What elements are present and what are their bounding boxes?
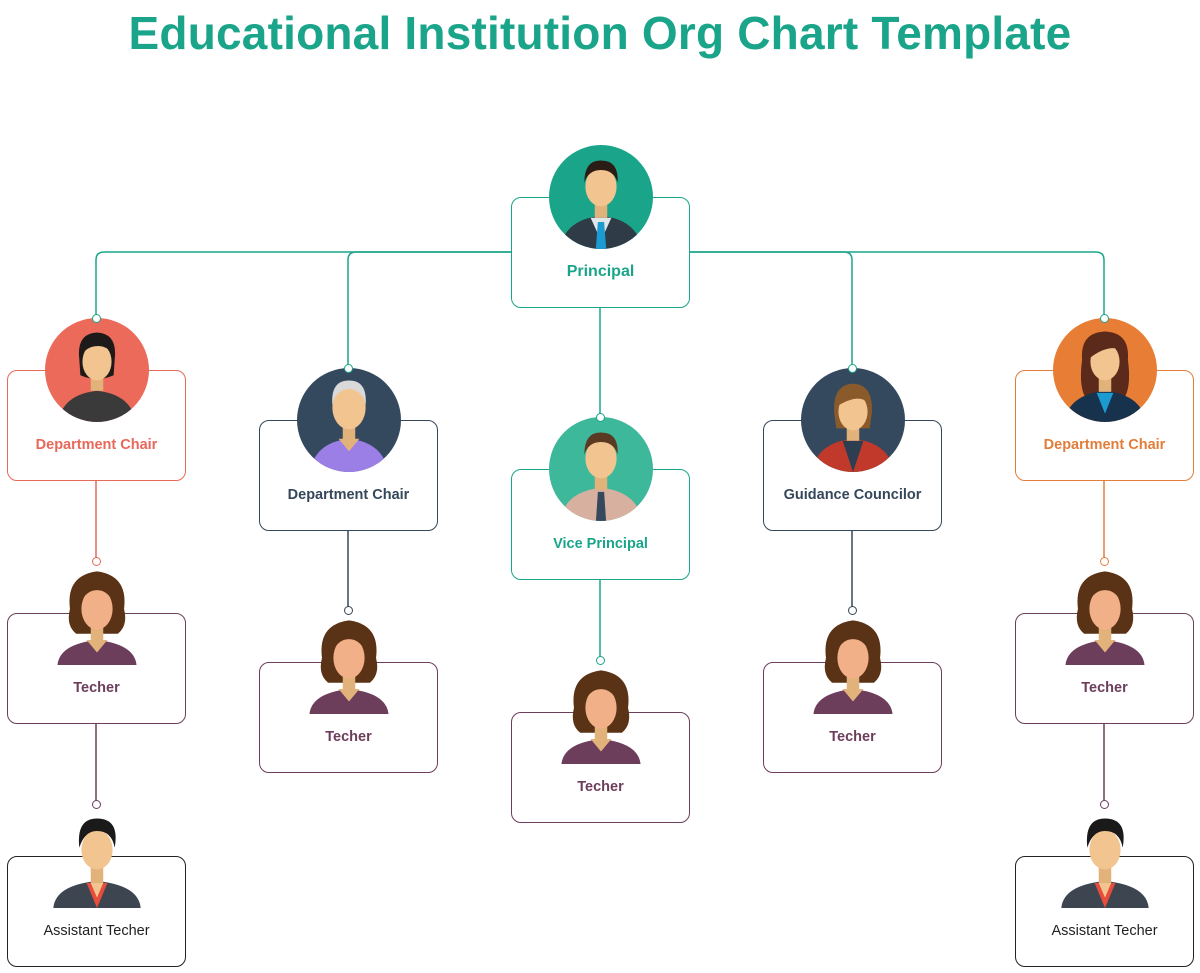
- woman-curly-hair-avatar-icon: [297, 610, 401, 719]
- woman-avatar-icon: [44, 318, 149, 427]
- card-label: Techer: [577, 779, 624, 795]
- woman-curly-hair-avatar-icon: [1053, 561, 1157, 670]
- connector-dot: [848, 363, 857, 373]
- org-card-chair-2[interactable]: Department Chair: [259, 420, 438, 531]
- card-label: Techer: [829, 729, 876, 745]
- card-label: Assistant Techer: [1051, 923, 1158, 939]
- connector-principal-to-guidance: [689, 251, 853, 370]
- org-card-teacher-1[interactable]: Techer: [7, 613, 186, 724]
- card-label: Guidance Councilor: [783, 487, 922, 503]
- connector-dot: [596, 412, 605, 422]
- connector-dot: [344, 363, 353, 373]
- connector-dot: [92, 799, 101, 809]
- man-jacket-avatar-icon: [45, 804, 149, 913]
- woman-curly-hair-avatar-icon: [549, 660, 653, 769]
- man-jacket-avatar-icon: [1053, 804, 1157, 913]
- page-title: Educational Institution Org Chart Templa…: [128, 7, 1072, 59]
- man-tie-avatar-icon: [548, 417, 653, 526]
- card-label: Assistant Techer: [43, 923, 150, 939]
- card-label: Department Chair: [287, 487, 410, 503]
- older-man-avatar-icon: [296, 368, 401, 477]
- connector-dot: [1100, 556, 1109, 566]
- connector-dot: [92, 556, 101, 566]
- woman-blazer-avatar-icon: [800, 368, 905, 477]
- woman-curly-hair-avatar-icon: [801, 610, 905, 719]
- connector-dot: [344, 605, 353, 615]
- man-suit-avatar-icon: [548, 145, 653, 254]
- connector-dot: [1100, 799, 1109, 809]
- woman-long-hair-avatar-icon: [1052, 318, 1157, 427]
- connector-dot: [596, 655, 605, 665]
- connector-dot: [92, 313, 101, 323]
- connector-principal-to-chair-right: [689, 251, 1105, 320]
- connector-principal-to-chair-2: [347, 251, 511, 370]
- card-label: Techer: [325, 729, 372, 745]
- org-card-assistant-left[interactable]: Assistant Techer: [7, 856, 186, 967]
- org-card-chair-right[interactable]: Department Chair: [1015, 370, 1194, 481]
- connector-dot: [1100, 313, 1109, 323]
- card-label: Vice Principal: [553, 536, 648, 552]
- woman-curly-hair-avatar-icon: [45, 561, 149, 670]
- card-label: Techer: [1081, 680, 1128, 696]
- connector-principal-to-chair-left: [95, 251, 511, 320]
- card-label: Department Chair: [35, 437, 158, 453]
- card-label: Principal: [566, 263, 635, 280]
- connector-dot: [848, 605, 857, 615]
- card-label: Department Chair: [1043, 437, 1166, 453]
- card-label: Techer: [73, 680, 120, 696]
